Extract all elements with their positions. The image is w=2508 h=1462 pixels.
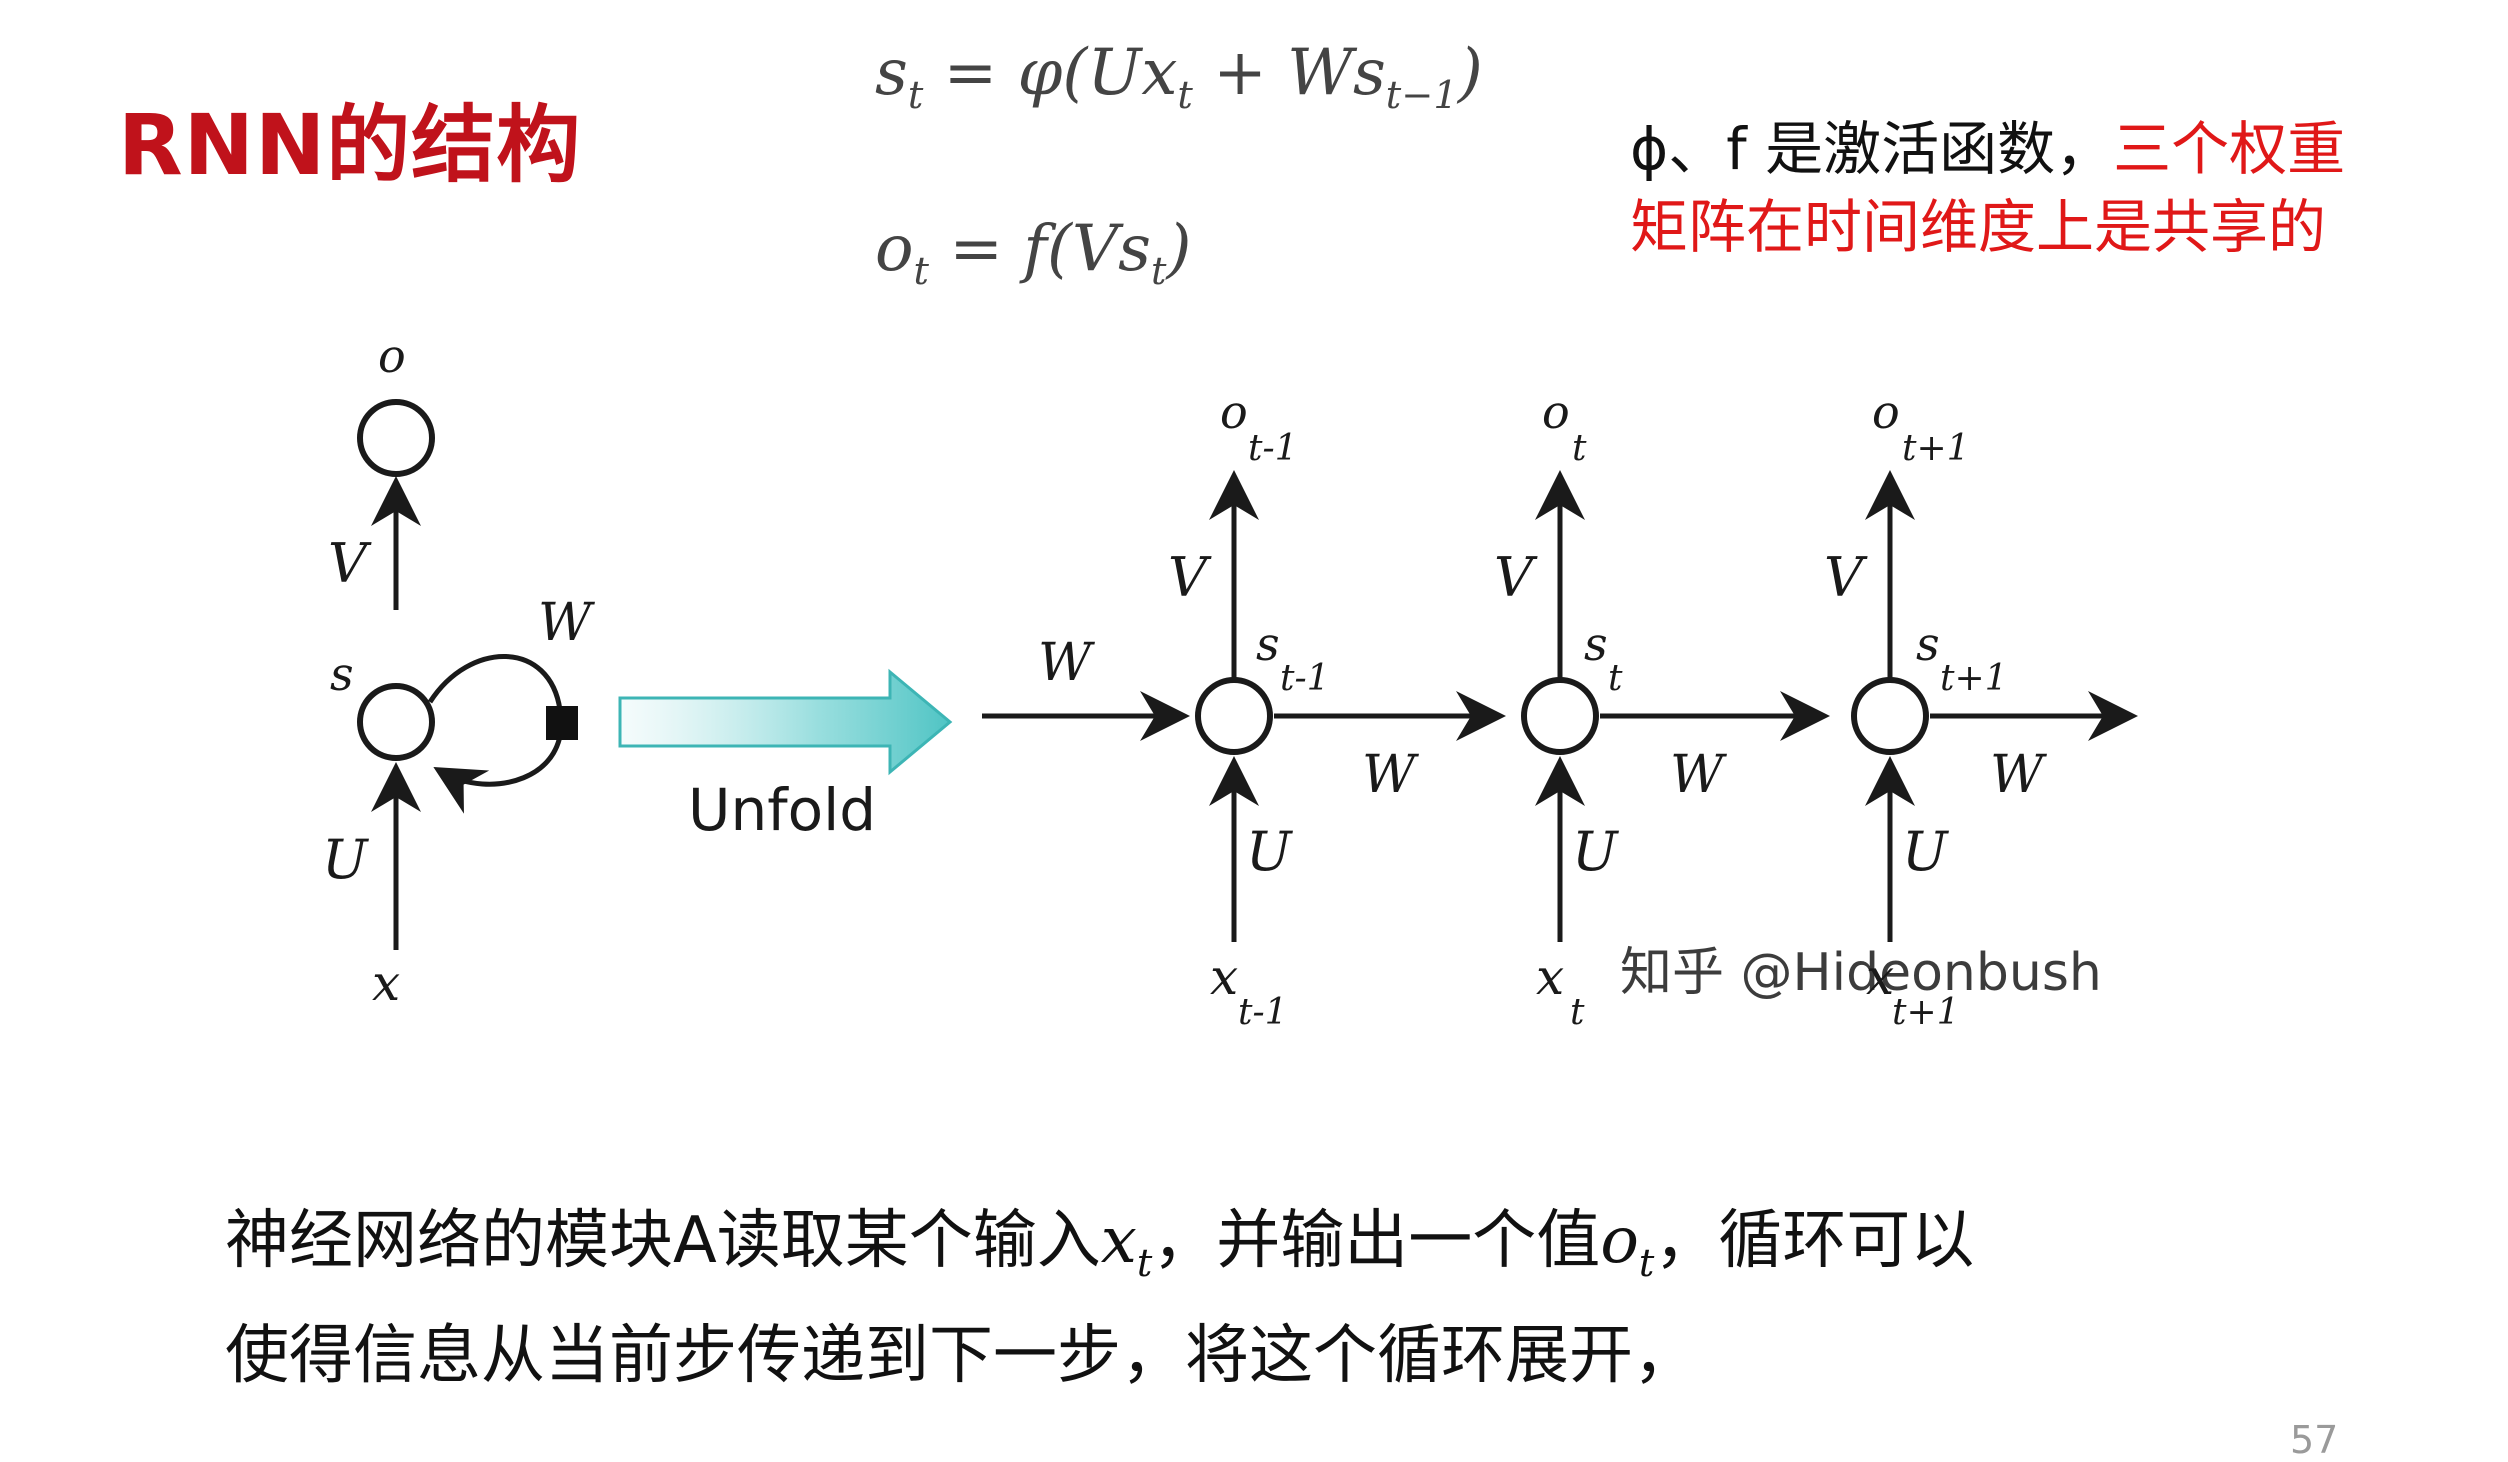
activation-note: ϕ、f 是激活函数，三个权重 矩阵在时间维度上是共享的 [1630, 110, 2345, 266]
rnn-unfold-diagram: o V s W U x Unfold W o t-1 V s t-1 W U x… [322, 329, 2138, 1033]
folded-s-label: s [330, 647, 354, 701]
o-sub: t [1572, 428, 1587, 469]
folded-v-label: V [328, 532, 372, 595]
folded-w-loop [427, 654, 564, 814]
w-label: W [1990, 745, 2047, 805]
u-label: U [1572, 820, 1619, 883]
o-label: o [1220, 385, 1248, 439]
output-formula: ot = f(Vst) [875, 212, 1192, 294]
step-t-plus-1: o t+1 V s t+1 W U x t+1 [1824, 385, 2138, 1033]
o-sub: t+1 [1902, 428, 1970, 469]
note-shared-text: 矩阵在时间维度上是共享的 [1630, 193, 2327, 261]
step-t: o t V s t W U x t [1494, 385, 1830, 1033]
folded-o-label: o [378, 329, 406, 383]
v-label: V [1824, 546, 1868, 609]
w-label: W [1670, 745, 1727, 805]
unfold-arrow-icon [618, 668, 953, 776]
input-w-label: W [1038, 633, 1095, 693]
page-number: 57 [2290, 1418, 2339, 1462]
s-label: s [1256, 617, 1280, 671]
delay-block [546, 706, 578, 740]
step-t-minus-1: o t-1 V s t-1 W U x t-1 [1168, 385, 1506, 1033]
v-label: V [1494, 546, 1538, 609]
o-label: o [1542, 385, 1570, 439]
folded-x-label: x [372, 954, 400, 1012]
u-label: U [1246, 820, 1293, 883]
x-sub: t+1 [1892, 992, 1960, 1033]
x-label: x [1536, 948, 1564, 1006]
slide-title: RNN的结构 [118, 96, 582, 194]
folded-state-node [357, 683, 435, 761]
v-label: V [1168, 546, 1212, 609]
slide-caption: 神经网络的模块A读取某个输入xt，并输出一个值ot，循环可以 使得信息从当前步传… [225, 1204, 1975, 1393]
x-sub: t [1570, 992, 1585, 1033]
s-sub: t [1608, 658, 1623, 699]
x-label: x [1210, 948, 1238, 1006]
note-activation-text: ϕ、f 是激活函数， [1630, 115, 2114, 183]
state-node [1851, 677, 1929, 755]
s-sub: t+1 [1940, 658, 2008, 699]
u-label: U [1902, 820, 1949, 883]
folded-output-node [357, 399, 435, 477]
watermark: 知乎 @Hideonbush [1620, 943, 2102, 1003]
x-label: x [1866, 948, 1894, 1006]
x-sub: t-1 [1238, 992, 1288, 1033]
folded-rnn: o V s W U x [322, 329, 595, 1012]
o-label: o [1872, 385, 1900, 439]
state-node [1195, 677, 1273, 755]
s-sub: t-1 [1280, 658, 1330, 699]
s-label: s [1584, 617, 1608, 671]
w-label: W [1362, 745, 1419, 805]
o-sub: t-1 [1248, 428, 1298, 469]
note-weights-text: 三个权重 [2113, 115, 2346, 183]
unfold-arrow: Unfold [618, 668, 953, 844]
state-formula: st = φ(Uxt + Wst−1) [875, 36, 1483, 118]
folded-w-label: W [538, 593, 595, 653]
unfold-label: Unfold [688, 776, 876, 844]
s-label: s [1916, 617, 1940, 671]
state-node [1521, 677, 1599, 755]
folded-u-label: U [322, 828, 369, 891]
